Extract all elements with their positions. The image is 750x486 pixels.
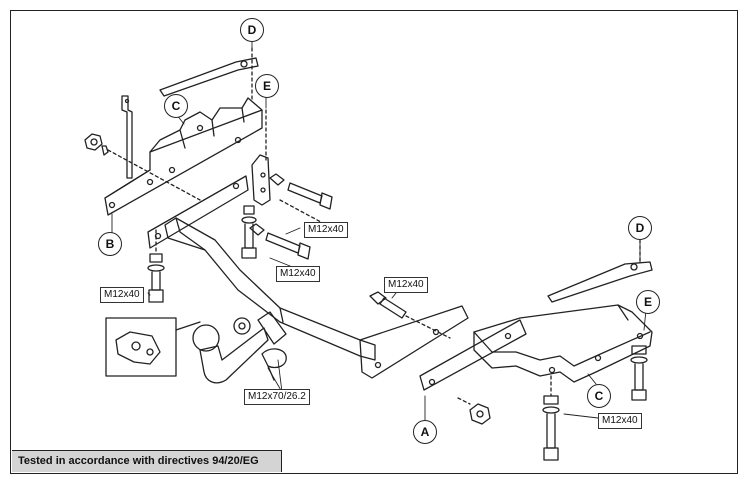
certification-note: Tested in accordance with directives 94/… [12,450,282,472]
callout-c-right: C [587,384,611,408]
main-cross-beam [164,217,376,361]
left-bolt-bracket [251,154,271,206]
bolt-label-m12x40-right: M12x40 [598,413,642,429]
upper-bolt [269,173,333,210]
left-nut-axis [107,149,201,201]
bolt-label-m12x70: M12x70/26.2 [244,389,310,405]
top-strap [159,57,259,97]
bolt-label-m12x40-middle: M12x40 [276,266,320,282]
right-vertical-bolt [630,345,648,401]
lower-right-bolt [542,395,560,461]
right-side-bracket [473,304,653,383]
callout-e-top: E [255,74,279,98]
left-vertical-strap [121,95,133,179]
bolt-label-m12x40-left: M12x40 [100,287,144,303]
left-side-bracket [104,97,263,216]
left-mounting-plate [147,175,249,249]
left-vertical-bolt [147,253,165,303]
center-vertical-bolt [241,205,257,259]
middle-bolt [249,223,311,260]
left-nut [84,133,109,156]
tow-ball-assembly [192,311,287,384]
callout-c-top: C [164,94,188,118]
diagram-frame [10,10,738,474]
right-strap [547,261,653,303]
bolt-label-m12x40-upper: M12x40 [304,222,348,238]
center-top-bolt-axis [405,315,451,339]
callout-b: B [98,232,122,256]
right-mounting-plate [359,305,527,391]
callout-a: A [413,420,437,444]
callout-d-right: D [628,216,652,240]
lower-nut [457,397,491,425]
bolt-label-m12x40-center: M12x40 [384,277,428,293]
callout-d-top: D [240,18,264,42]
socket-plate-inset [105,317,201,377]
callout-e-right: E [636,290,660,314]
center-top-bolt [369,291,407,319]
